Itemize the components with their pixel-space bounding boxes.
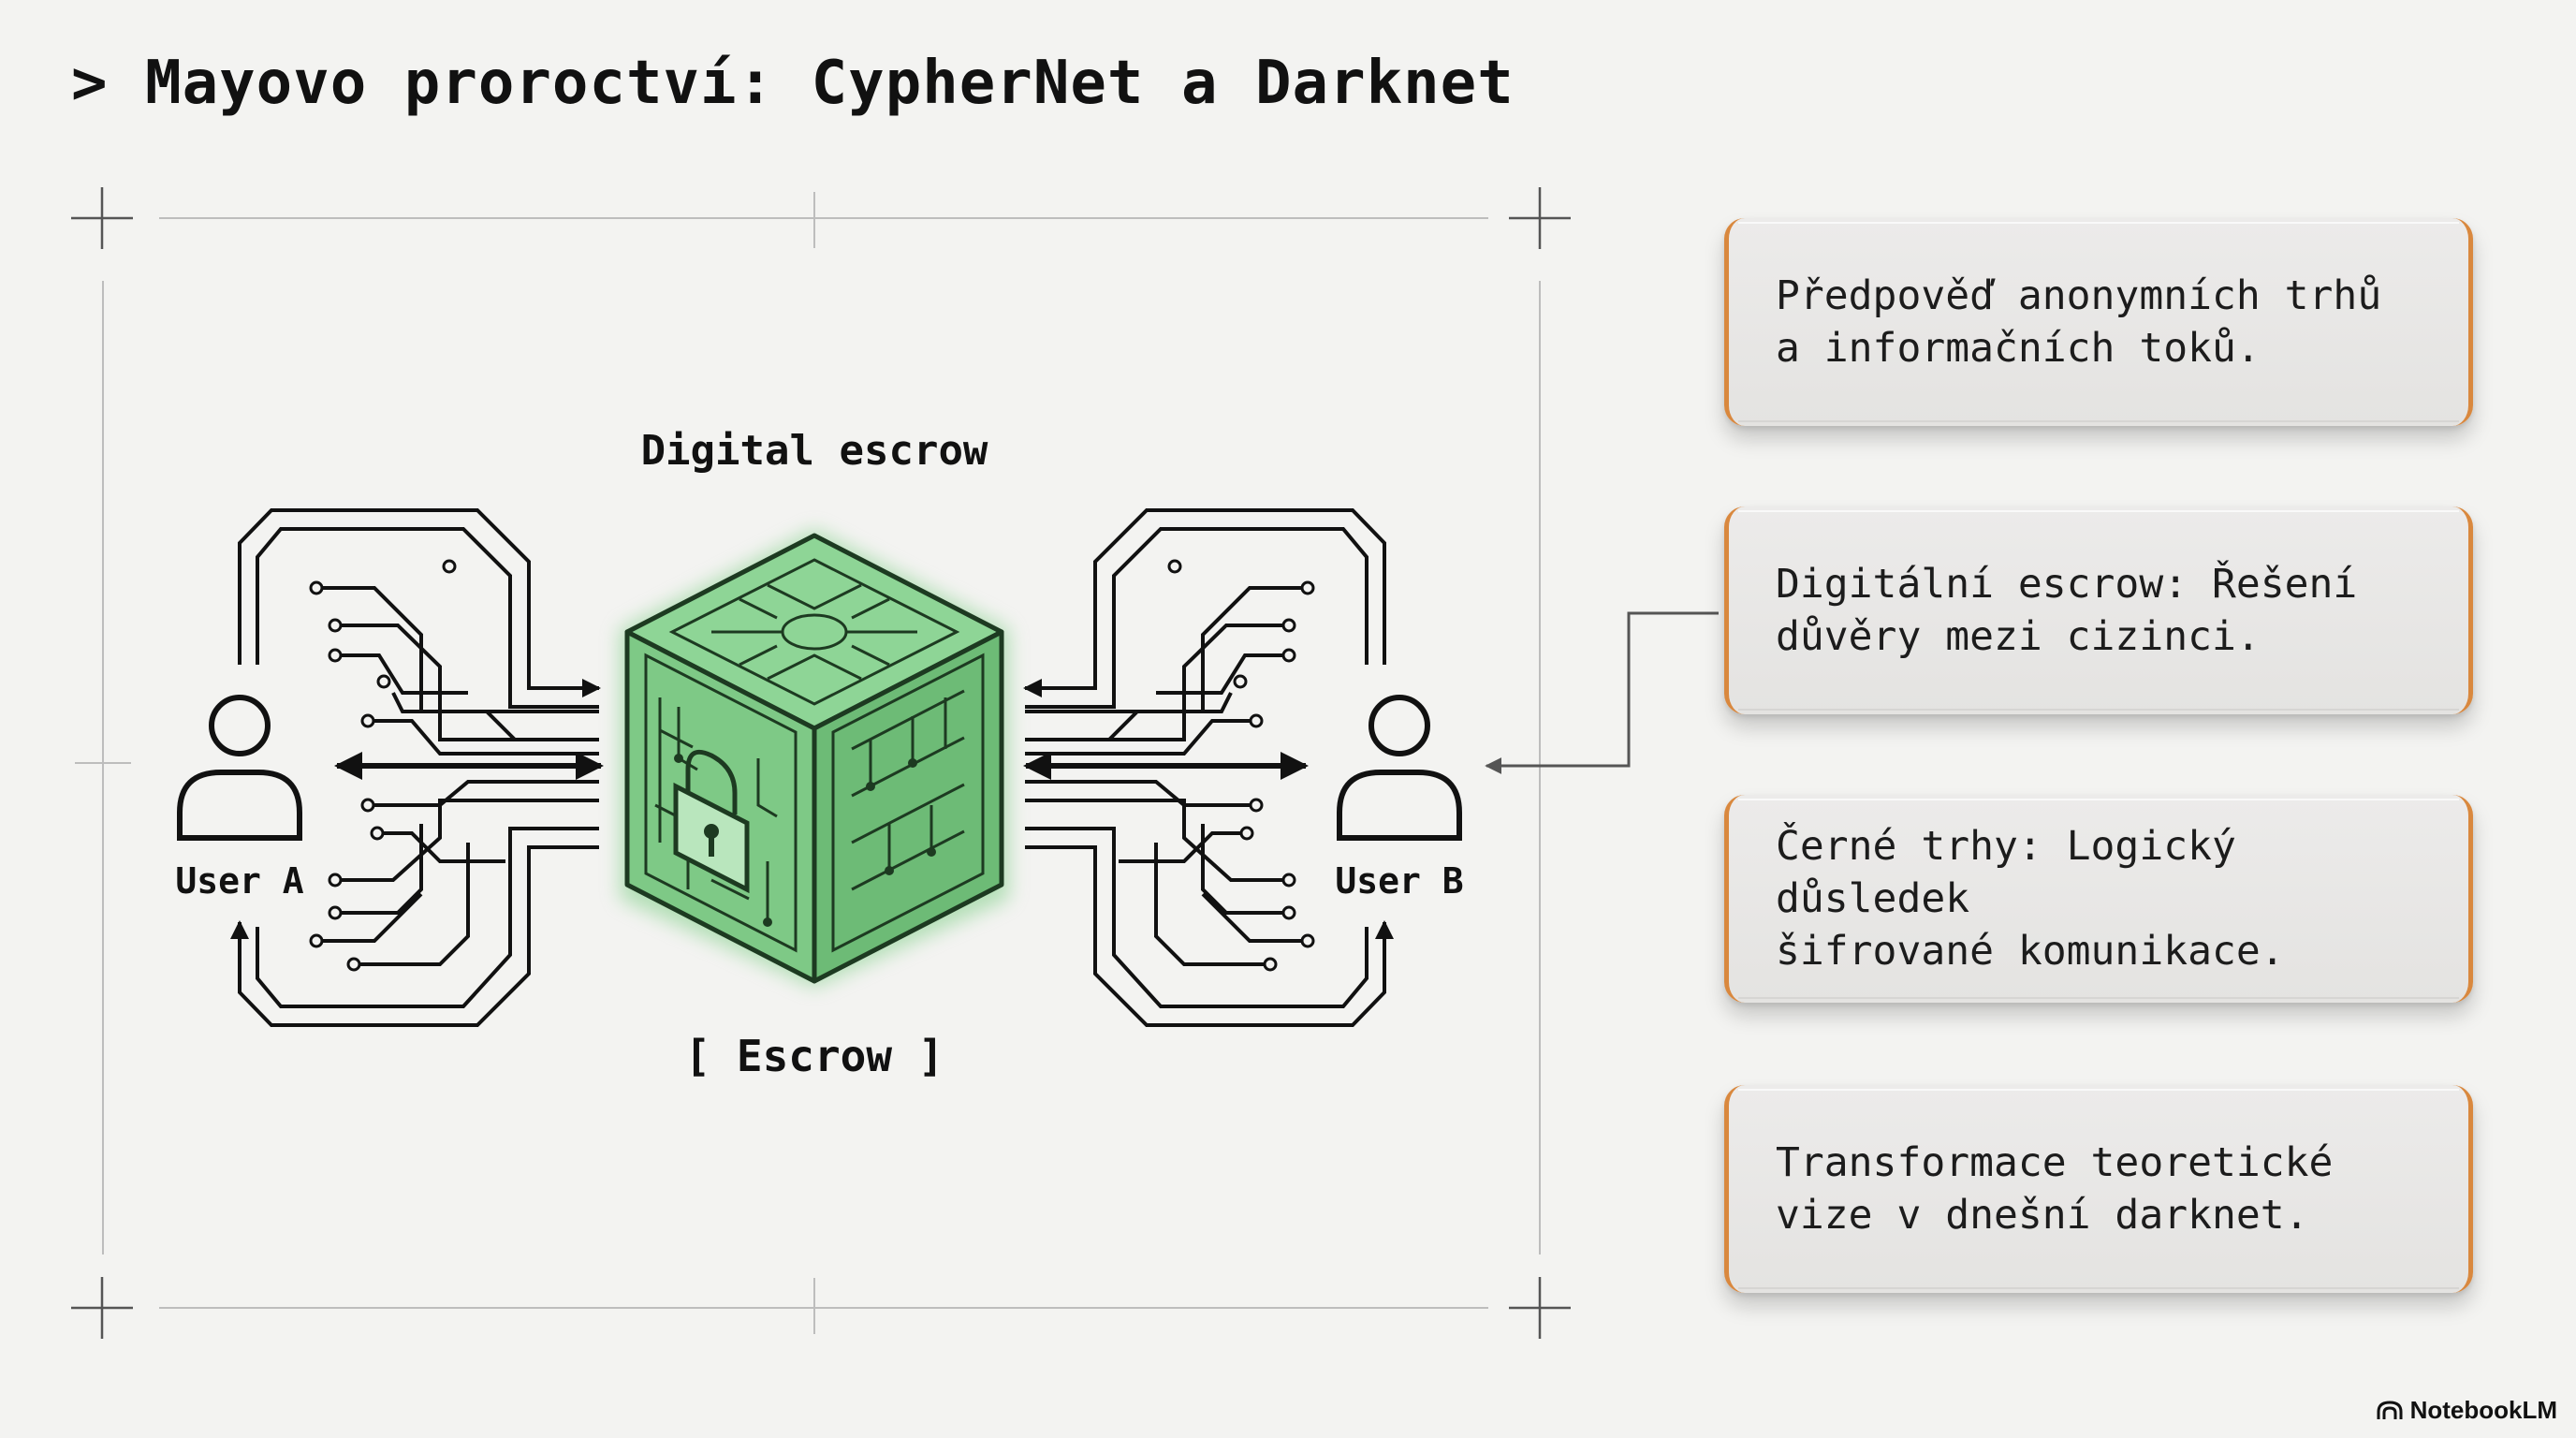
card-connector-arrow [1485, 611, 1719, 774]
left-circuit-traces [230, 508, 601, 1027]
brand-watermark: NotebookLM [2377, 1396, 2557, 1425]
right-circuit-nodes [1167, 559, 1315, 972]
card-text: Digitální escrow: Řešení důvěry mezi ciz… [1776, 561, 2358, 660]
info-card-digital-escrow: Digitální escrow: Řešení důvěry mezi ciz… [1724, 506, 2473, 714]
user-a-icon [177, 695, 302, 841]
info-card-darknet-vision: Transformace teoretické vize v dnešní da… [1724, 1085, 2473, 1293]
card-text: Předpověď anonymních trhů a informačních… [1776, 272, 2382, 372]
padlock-icon [673, 749, 750, 894]
brand-name: NotebookLM [2409, 1396, 2557, 1424]
corner-crosshairs [71, 187, 1571, 1339]
escrow-bracket-label: [ Escrow ] [685, 1031, 944, 1081]
info-card-anonymous-markets: Předpověď anonymních trhů a informačních… [1724, 218, 2473, 426]
right-circuit-traces [1023, 508, 1394, 1027]
user-b-icon [1337, 695, 1462, 841]
card-text: Transformace teoretické vize v dnešní da… [1776, 1139, 2334, 1239]
notebooklm-logo-icon [2377, 1400, 2403, 1419]
user-b-label: User B [1335, 860, 1463, 902]
digital-escrow-label: Digital escrow [641, 427, 988, 475]
blueprint-frame [75, 192, 1541, 1334]
escrow-cube-icon [620, 529, 1009, 988]
card-text: Černé trhy: Logický důsledek šifrované k… [1776, 823, 2285, 975]
page-title: > Mayovo proroctví: CypherNet a Darknet [71, 49, 1515, 118]
info-card-black-markets: Černé trhy: Logický důsledek šifrované k… [1724, 795, 2473, 1003]
user-a-label: User A [175, 860, 303, 902]
left-circuit-nodes [309, 559, 457, 972]
